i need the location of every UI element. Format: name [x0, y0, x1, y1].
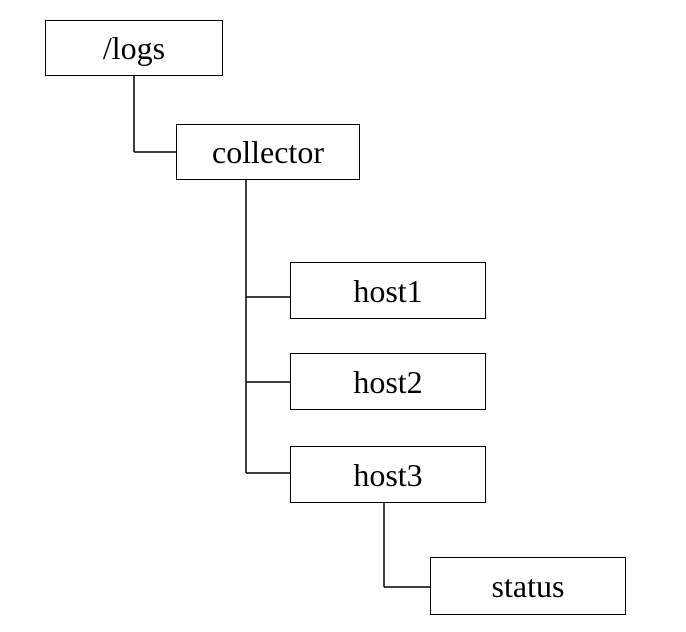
node-host2-label: host2 — [353, 363, 423, 400]
node-logs-label: /logs — [102, 30, 166, 66]
node-host1-label: host1 — [353, 272, 423, 309]
node-status-label: status — [491, 568, 565, 604]
node-collector: collector — [176, 124, 360, 180]
node-collector-label: collector — [212, 134, 324, 170]
node-host1: host1 — [290, 262, 486, 319]
node-logs: /logs — [45, 20, 223, 76]
node-host3: host3 — [290, 446, 486, 503]
node-host3-label: host3 — [353, 456, 423, 493]
node-host2: host2 — [290, 353, 486, 410]
node-status: status — [430, 557, 626, 615]
